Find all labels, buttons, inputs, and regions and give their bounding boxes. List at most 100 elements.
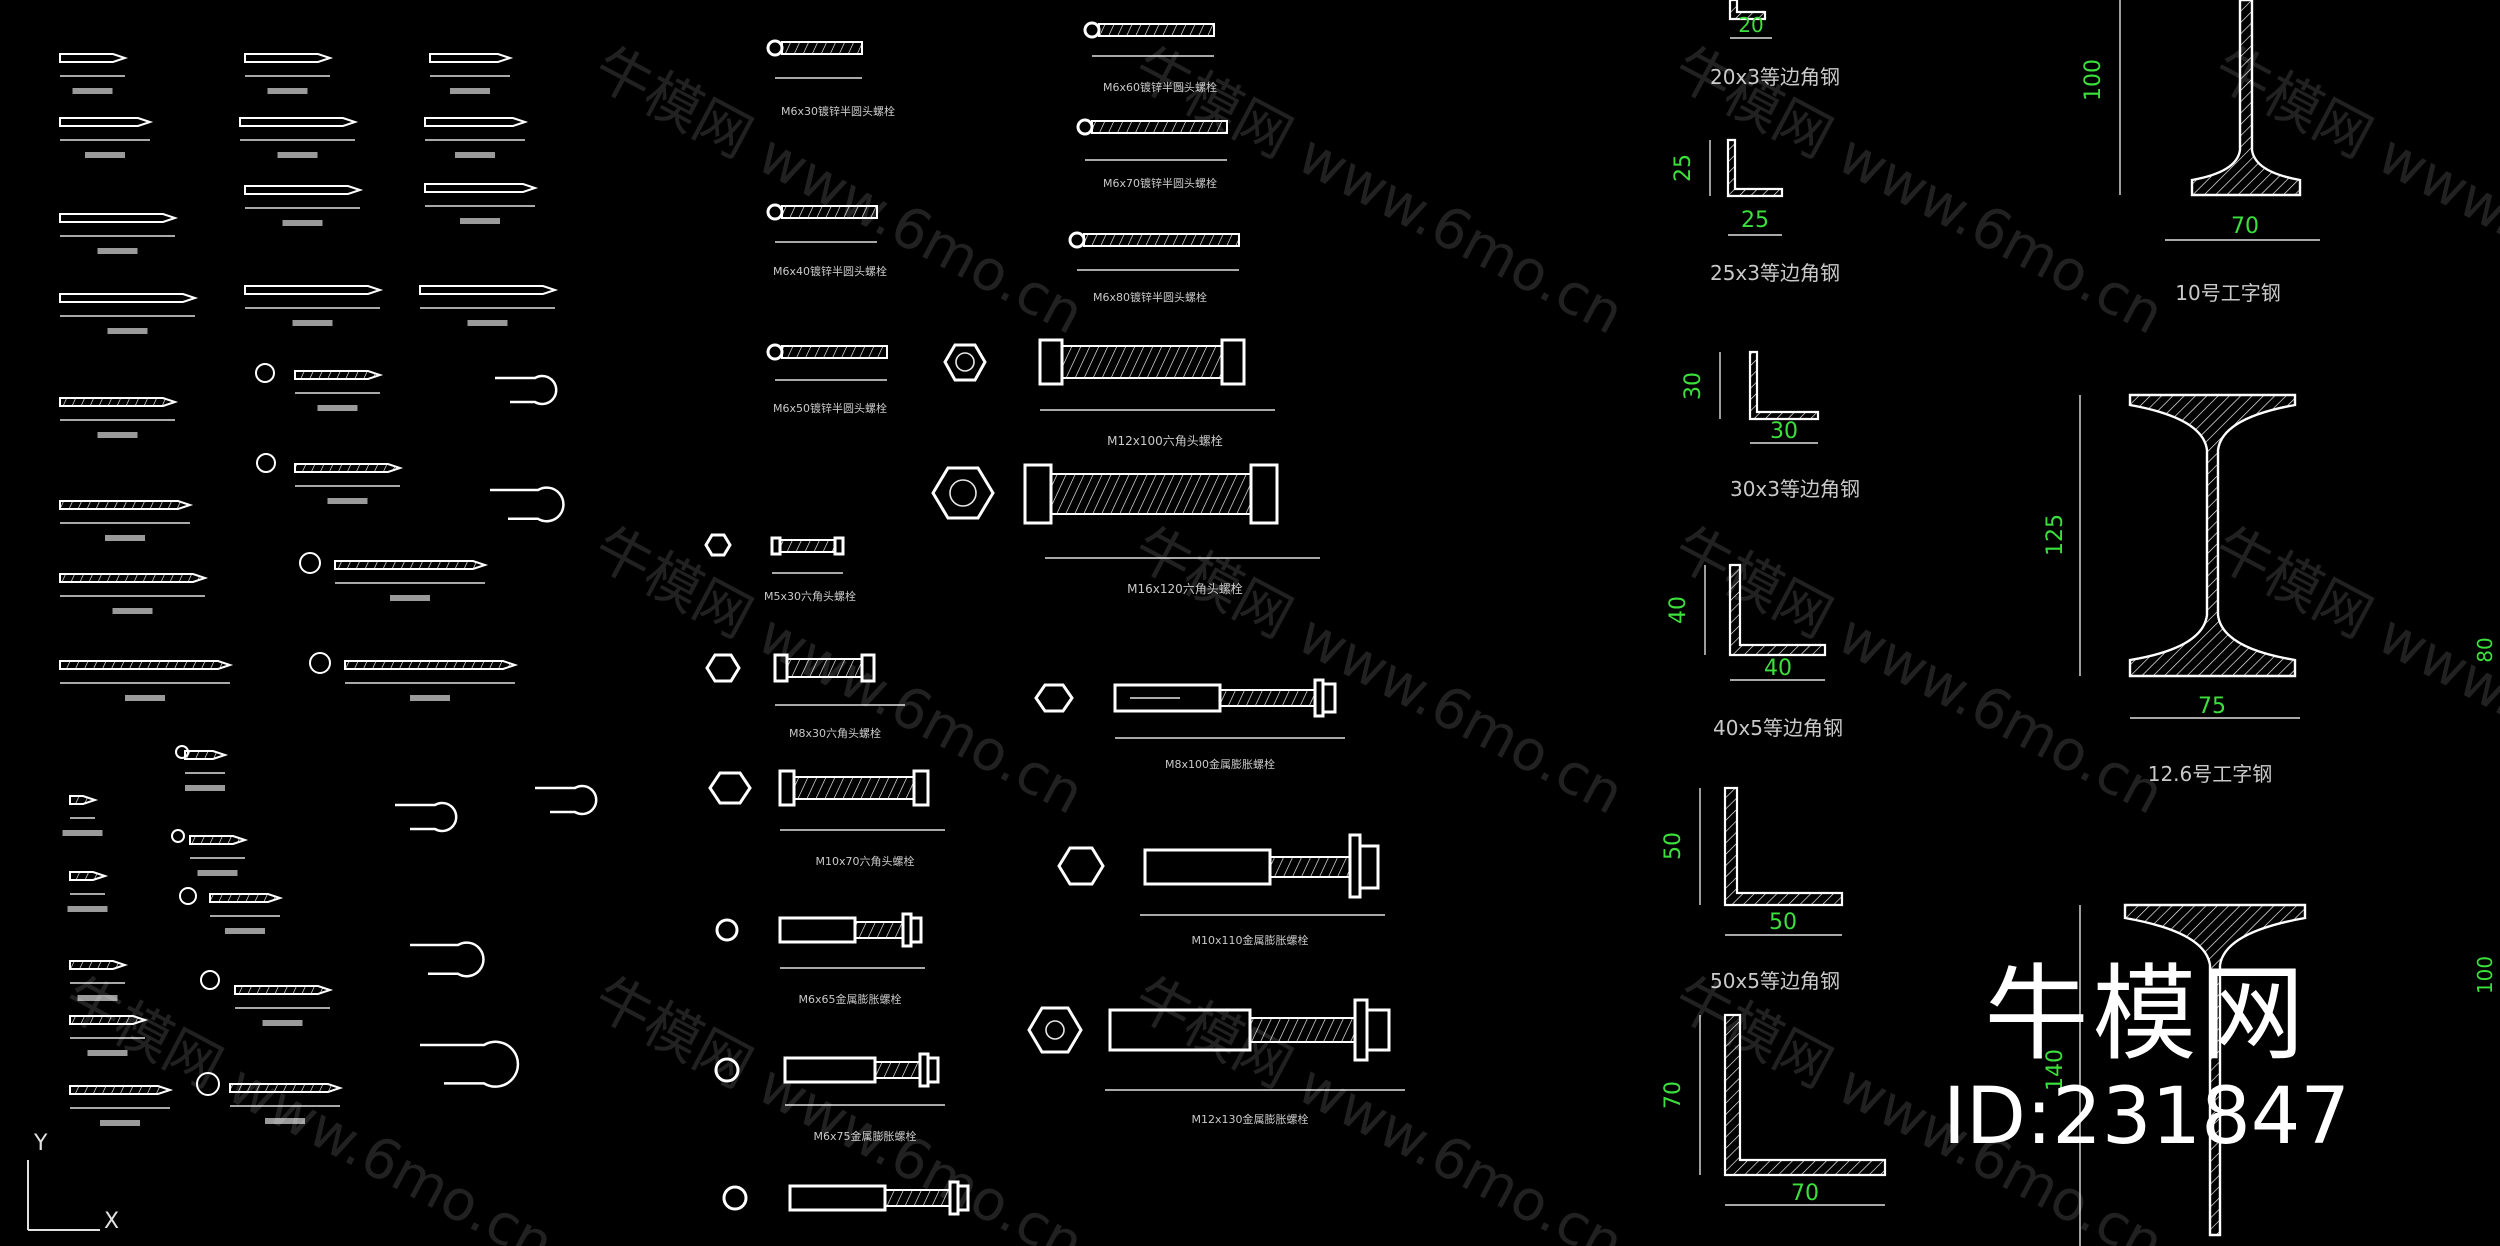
- screw-head-view: [309, 652, 331, 674]
- nail-drawing: [189, 835, 249, 876]
- i-beam-10[interactable]: 100 70 10号工字钢: [2081, 0, 2320, 305]
- label-exp-m12x130: M12x130金属膨胀螺栓: [1192, 1112, 1309, 1126]
- hex-bolt-m12x100[interactable]: M12x100六角头螺栓: [943, 338, 1275, 448]
- round-head-bolt-m6x60[interactable]: M6x60镀锌半圆头螺栓: [1083, 21, 1217, 94]
- nail-drawing: [69, 1015, 149, 1056]
- screw-head-view: [171, 829, 185, 843]
- round-head-bolt-m6x80[interactable]: M6x80镀锌半圆头螺栓: [1068, 231, 1240, 304]
- nail-drawing: [67, 871, 109, 912]
- round-head-bolt-m6x40[interactable]: M6x40镀锌半圆头螺栓: [766, 203, 887, 278]
- screw-head-view: [255, 363, 275, 383]
- angle-steel-section: 20 20x3等边角钢 25 25 25x3等边角钢 30 30 30x3等边角…: [1661, 0, 1887, 1206]
- dim-i70: 70: [2231, 214, 2259, 239]
- label-m12x100: M12x100六角头螺栓: [1107, 433, 1223, 448]
- dim-i75: 75: [2198, 694, 2226, 719]
- round-head-bolt-m6x50[interactable]: M6x50镀锌半圆头螺栓: [766, 343, 888, 415]
- dim-i140: 140: [2043, 1049, 2068, 1091]
- expansion-bolt-m8x100[interactable]: M8x100金属膨胀螺栓: [1034, 678, 1345, 771]
- nail-drawing: [59, 500, 194, 541]
- label-m6x40: M6x40镀锌半圆头螺栓: [773, 264, 887, 278]
- nail-drawing: [239, 117, 359, 158]
- nail-drawing: [229, 1083, 344, 1124]
- nail-drawing: [59, 293, 199, 334]
- dim-30v: 30: [1681, 372, 1706, 400]
- angle-steel-50x5[interactable]: 50 50 50x5等边角钢: [1661, 786, 1844, 993]
- dim-edge-100: 100: [2473, 956, 2497, 994]
- angle-steel-30x3[interactable]: 30 30 30x3等边角钢: [1681, 350, 1860, 501]
- nail-drawing: [62, 795, 103, 836]
- hex-bolt-m10x70[interactable]: M10x70六角头螺栓: [708, 769, 945, 868]
- dim-40v: 40: [1666, 596, 1691, 624]
- dim-40h: 40: [1764, 656, 1792, 681]
- watermark-text: 牛模网 www.6mo.cn: [1123, 965, 1633, 1246]
- label-exp-m8x100: M8x100金属膨胀螺栓: [1165, 757, 1275, 771]
- i-beam-12-6[interactable]: 125 75 12.6号工字钢: [2043, 393, 2300, 786]
- expansion-bolt-m6x75[interactable]: M6x75金属膨胀螺栓: [714, 1052, 945, 1143]
- nail-drawing: [59, 573, 209, 614]
- label-angle-25: 25x3等边角钢: [1710, 261, 1840, 285]
- dim-70v: 70: [1661, 1081, 1686, 1109]
- label-m10x70: M10x70六角头螺栓: [816, 854, 915, 868]
- dim-30h: 30: [1770, 419, 1798, 444]
- angle-steel-70[interactable]: 70 70: [1661, 1013, 1887, 1206]
- hex-bolt-m5x30[interactable]: M5x30六角头螺栓: [704, 533, 856, 603]
- label-m6x50: M6x50镀锌半圆头螺栓: [773, 401, 887, 415]
- nail-drawing: [424, 117, 529, 158]
- watermark-text: 牛模网 www.6mo.cn: [53, 965, 563, 1246]
- hook-drawing: [395, 801, 458, 833]
- label-ibeam-10: 10号工字钢: [2175, 281, 2280, 305]
- round-head-bolt-m6x70[interactable]: M6x70镀锌半圆头螺栓: [1076, 118, 1228, 190]
- label-angle-40: 40x5等边角钢: [1713, 716, 1843, 740]
- hook-drawing: [420, 1040, 520, 1088]
- angle-steel-40x5[interactable]: 40 40 40x5等边角钢: [1666, 563, 1843, 740]
- angle-steel-20x3[interactable]: 20 20x3等边角钢: [1710, 0, 1840, 89]
- nail-drawing: [294, 370, 384, 411]
- hook-drawing: [410, 941, 485, 978]
- nail-drawing: [209, 893, 284, 934]
- label-angle-30: 30x3等边角钢: [1730, 477, 1860, 501]
- dim-50v: 50: [1661, 832, 1686, 860]
- screw-head-view: [299, 552, 321, 574]
- label-angle-50: 50x5等边角钢: [1710, 969, 1840, 993]
- label-m6x70: M6x70镀锌半圆头螺栓: [1103, 176, 1217, 190]
- watermark-text: 牛模网 www.6mo.cn: [583, 965, 1093, 1246]
- label-m6x80: M6x80镀锌半圆头螺栓: [1093, 290, 1207, 304]
- screw-head-view: [196, 1072, 220, 1096]
- screw-head-view: [200, 970, 220, 990]
- nail-drawing: [244, 285, 384, 326]
- expansion-bolt-m10x110[interactable]: M10x110金属膨胀螺栓: [1057, 833, 1385, 947]
- nail-drawing: [59, 397, 179, 438]
- screw-head-view: [175, 745, 189, 759]
- nail-drawing: [59, 53, 129, 94]
- label-m6x30: M6x30镀锌半圆头螺栓: [781, 104, 895, 118]
- label-exp-m10x110: M10x110金属膨胀螺栓: [1192, 933, 1309, 947]
- watermark-text: 牛模网 www.6mo.cn: [1663, 515, 2173, 828]
- nail-drawing: [429, 53, 514, 94]
- brand-name: 牛模网: [1984, 953, 2309, 1075]
- label-m5x30: M5x30六角头螺栓: [764, 589, 856, 603]
- label-exp-m6x75: M6x75金属膨胀螺栓: [814, 1129, 917, 1143]
- angle-steel-25x3[interactable]: 25 25 25x3等边角钢: [1671, 138, 1840, 285]
- dim-50h: 50: [1769, 910, 1797, 935]
- round-head-bolt-m6x30[interactable]: M6x30镀锌半圆头螺栓: [766, 39, 895, 118]
- label-m8x30: M8x30六角头螺栓: [789, 726, 881, 740]
- dim-70h: 70: [1791, 1181, 1819, 1206]
- hex-bolt-m16x120[interactable]: M16x120六角头螺栓: [931, 463, 1320, 596]
- hex-bolt-m8x30[interactable]: M8x30六角头螺栓: [705, 653, 905, 740]
- nail-drawing: [419, 285, 559, 326]
- expansion-bolt-bottom[interactable]: [722, 1180, 970, 1216]
- nail-drawing: [244, 185, 364, 226]
- nail-drawing: [184, 750, 229, 791]
- expansion-bolt-m12x130[interactable]: M12x130金属膨胀螺栓: [1027, 998, 1405, 1126]
- hook-drawing: [490, 486, 565, 523]
- nail-drawing: [59, 117, 154, 158]
- nails-section: [59, 53, 598, 1126]
- nail-drawing: [69, 1085, 174, 1126]
- nail-drawing: [69, 960, 129, 1001]
- screw-head-view: [179, 887, 197, 905]
- label-ibeam-126: 12.6号工字钢: [2148, 762, 2273, 786]
- label-exp-m6x65: M6x65金属膨胀螺栓: [799, 992, 902, 1006]
- i-beam-14[interactable]: 140: [2043, 903, 2307, 1246]
- expansion-bolt-m6x65[interactable]: M6x65金属膨胀螺栓: [715, 912, 925, 1006]
